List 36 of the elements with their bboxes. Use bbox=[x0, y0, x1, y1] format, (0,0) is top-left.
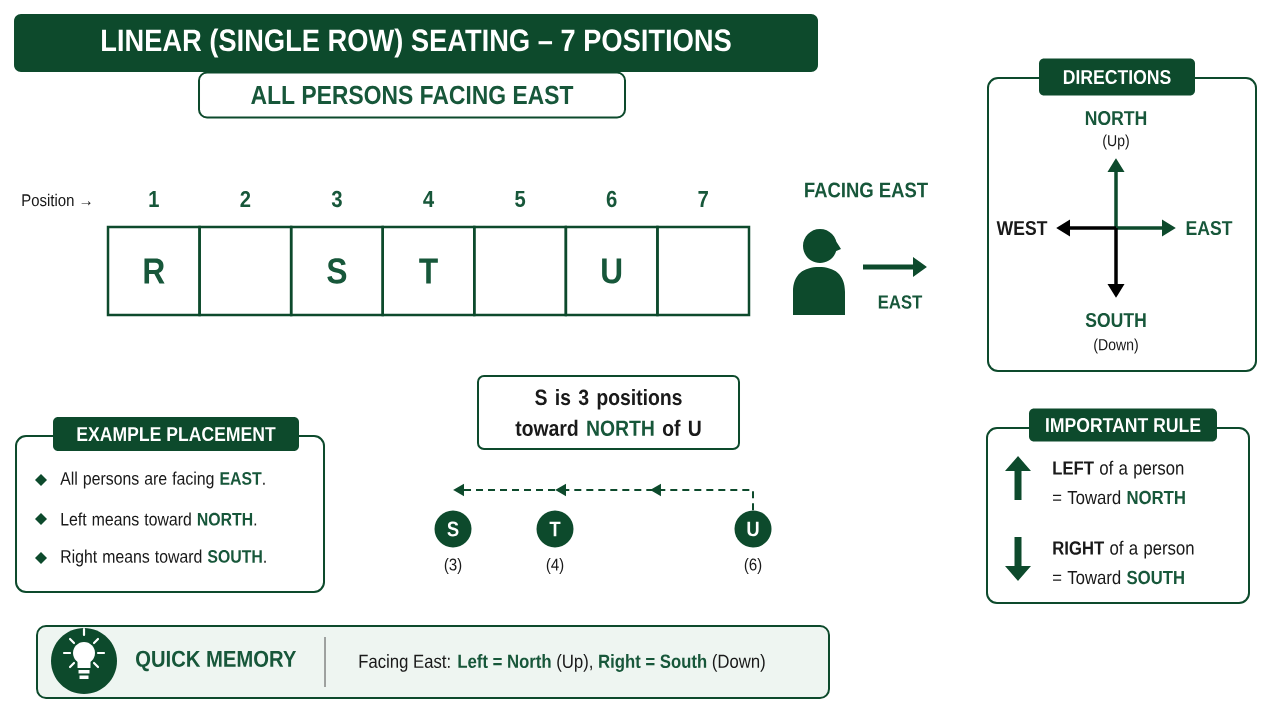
memory-heading: QUICK MEMORY bbox=[136, 650, 297, 672]
position-number: 7 bbox=[698, 191, 708, 207]
position-label: (6) bbox=[744, 558, 762, 574]
position-label: (4) bbox=[546, 558, 564, 574]
seat-cell: T bbox=[381, 225, 476, 317]
panel-heading: IMPORTANT RULE bbox=[1029, 408, 1217, 442]
bullet-text: Left means toward NORTH. bbox=[61, 512, 257, 526]
bullet-text: All persons are facing EAST. bbox=[60, 471, 265, 489]
seat-cell: U bbox=[564, 225, 659, 317]
position-number: 6 bbox=[606, 190, 617, 208]
rule-text: RIGHT of a person = Toward SOUTH bbox=[1053, 540, 1194, 585]
compass-label: NORTH bbox=[1085, 110, 1147, 126]
position-number: 5 bbox=[515, 190, 526, 207]
position-number: 3 bbox=[331, 190, 342, 208]
row-label: Position → bbox=[22, 193, 91, 207]
seat-cell: S bbox=[289, 225, 384, 317]
bullet-text: Right means toward SOUTH. bbox=[61, 549, 266, 567]
title-bar: LINEAR (SINGLE ROW) SEATING – 7 POSITIONS bbox=[14, 14, 818, 72]
statement-box: S is 3 positions toward NORTH of U bbox=[477, 375, 740, 450]
compass-label: WEST bbox=[996, 220, 1048, 236]
position-number: 2 bbox=[240, 190, 251, 208]
direction-label: EAST bbox=[878, 295, 923, 309]
direction-heading: FACING EAST bbox=[805, 182, 928, 198]
position-number: 4 bbox=[423, 191, 435, 207]
seat-cell: R bbox=[106, 225, 201, 317]
memory-text: Facing East: Left = North (Up), Right = South (Down) bbox=[359, 654, 765, 672]
position-label: (3) bbox=[444, 558, 462, 574]
rule-text: LEFT of a person = Toward NORTH bbox=[1053, 460, 1185, 505]
compass-label: EAST bbox=[1186, 220, 1233, 236]
compass-label: (Down) bbox=[1094, 338, 1138, 354]
panel-heading: DIRECTIONS bbox=[1039, 58, 1195, 96]
compass-label: SOUTH bbox=[1085, 312, 1146, 328]
subtitle-box: ALL PERSONS FACING EAST bbox=[198, 71, 626, 119]
position-number: 1 bbox=[149, 191, 159, 207]
compass-label: (Up) bbox=[1103, 134, 1129, 150]
panel-heading: EXAMPLE PLACEMENT bbox=[53, 417, 299, 451]
